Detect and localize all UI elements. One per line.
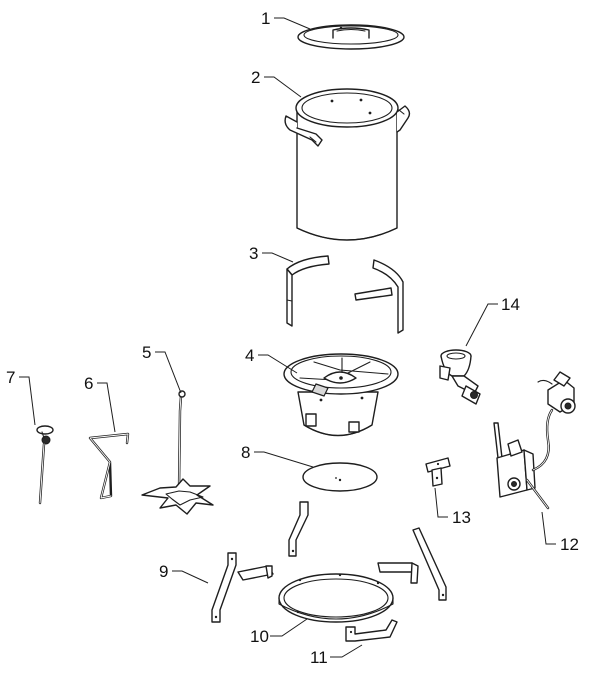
part-11-ring-bracket xyxy=(345,619,398,642)
part-6-lifting-hook xyxy=(88,432,130,500)
part-8-heat-disc xyxy=(302,462,378,492)
part-9-legs xyxy=(211,501,447,623)
part-14-burner xyxy=(439,349,481,405)
callout-1: 1 xyxy=(261,9,270,28)
part-10-bottom-ring xyxy=(278,573,394,623)
callout-13: 13 xyxy=(452,508,471,527)
callout-3: 3 xyxy=(249,244,258,263)
callout-9: 9 xyxy=(159,562,168,581)
callout-7: 7 xyxy=(6,368,15,387)
callout-5: 5 xyxy=(142,343,151,362)
part-13-bracket xyxy=(425,457,451,487)
callout-11: 11 xyxy=(310,648,328,667)
leader-lines xyxy=(19,17,556,658)
callout-2: 2 xyxy=(251,68,260,87)
callout-labels: 1 2 3 4 5 6 7 8 9 10 11 12 13 14 xyxy=(6,9,579,667)
part-1-lid xyxy=(297,24,405,50)
callout-4: 4 xyxy=(245,346,254,365)
part-3-windscreen xyxy=(286,255,404,334)
part-4-burner-stand xyxy=(283,353,399,437)
callout-6: 6 xyxy=(84,374,93,393)
part-2-pot xyxy=(284,88,411,241)
callout-12: 12 xyxy=(560,535,579,554)
part-12-regulator-hose xyxy=(493,371,576,510)
callout-10: 10 xyxy=(250,627,269,646)
callout-14: 14 xyxy=(501,295,520,314)
callout-8: 8 xyxy=(241,443,250,462)
part-7-thermometer xyxy=(36,425,54,505)
part-5-poultry-rack xyxy=(141,390,214,515)
